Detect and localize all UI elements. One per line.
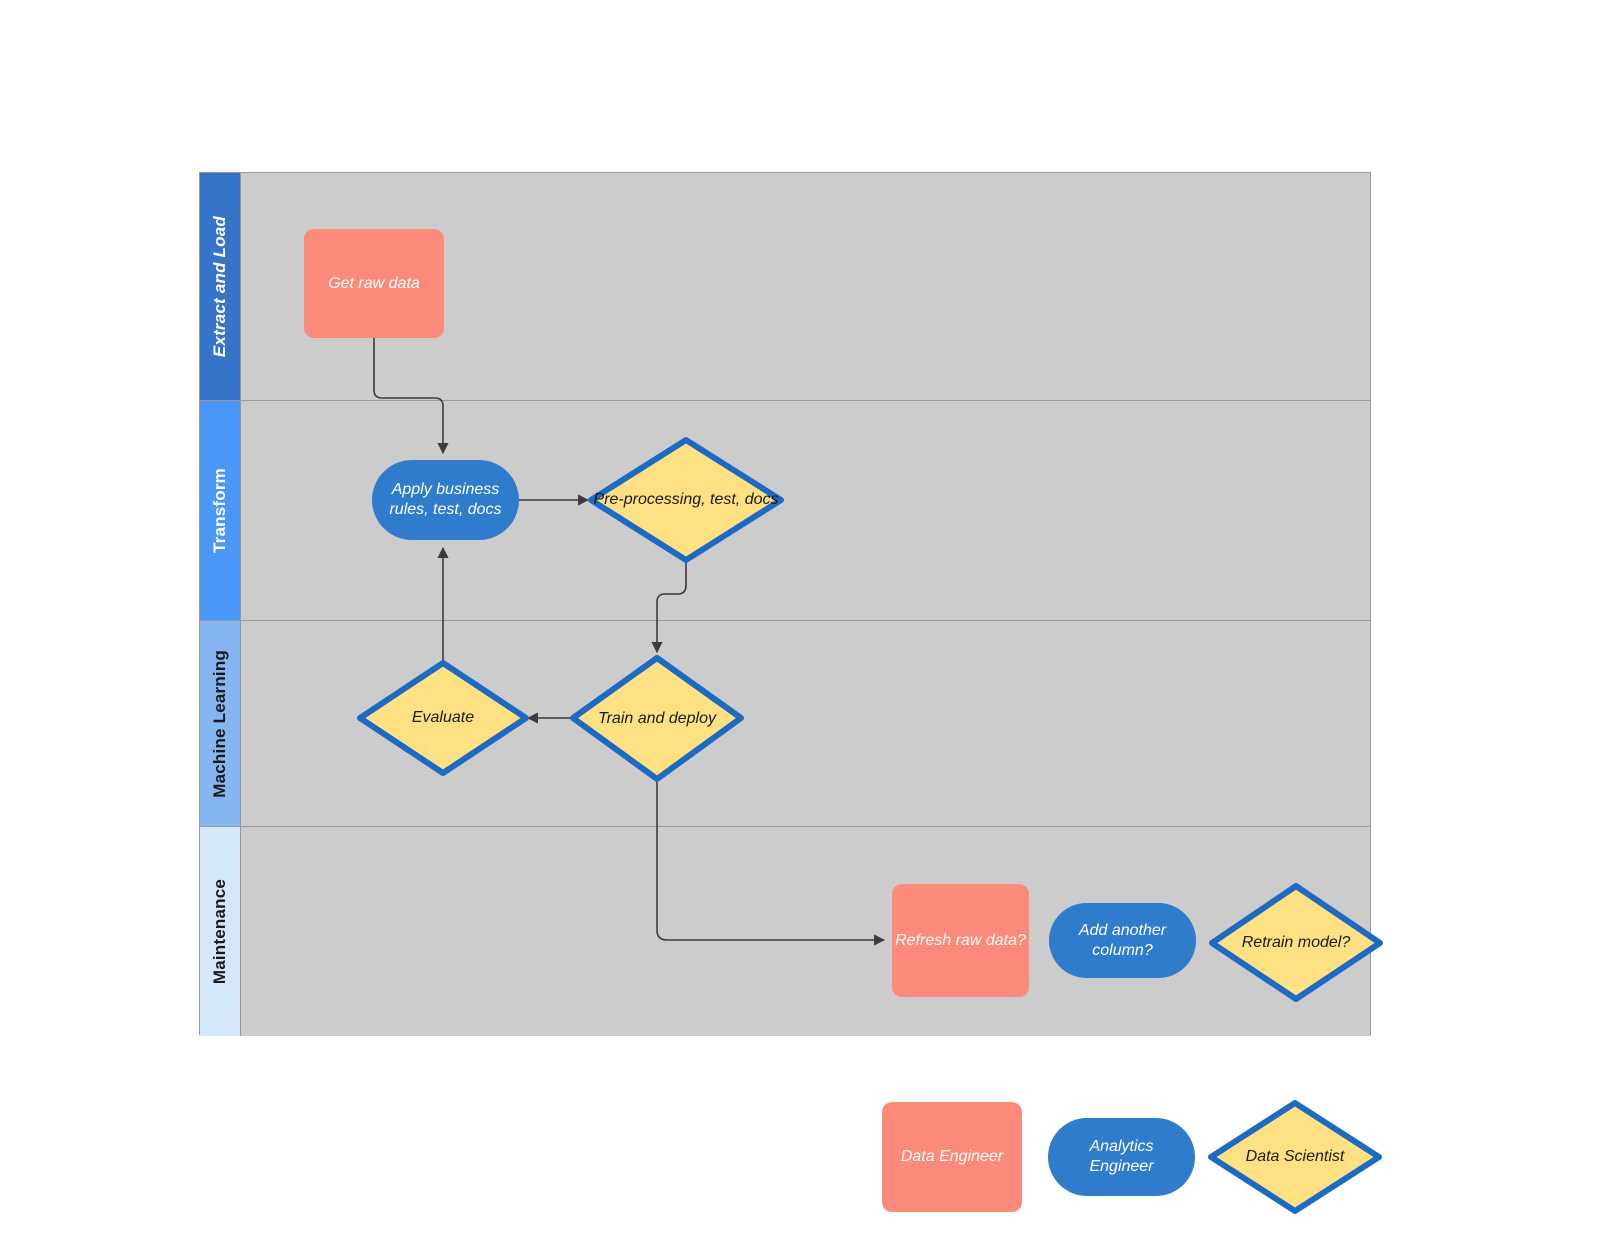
node-evaluate[interactable]: Evaluate — [357, 660, 529, 776]
node-train-and-deploy[interactable]: Train and deploy — [570, 655, 744, 782]
legend-item-data-engineer: Data Engineer — [882, 1102, 1022, 1212]
lane-title-extract-and-load: Extract and Load — [210, 215, 229, 358]
legend-label-analytics-engineer: Analytics Engineer — [1089, 1138, 1154, 1175]
legend-item-data-scientist: Data Scientist — [1208, 1100, 1382, 1214]
lane-title-transform: Transform — [210, 468, 229, 553]
diamond-shape-icon — [588, 437, 784, 563]
legend-item-analytics-engineer: Analytics Engineer — [1048, 1118, 1195, 1196]
node-pre-processing[interactable]: Pre-processing, test, docs — [588, 437, 784, 563]
node-retrain-model[interactable]: Retrain model? — [1209, 883, 1383, 1002]
node-label-apply-business-rules: Apply business rules, test, docs — [389, 481, 502, 518]
diamond-shape-icon — [570, 655, 744, 782]
legend: Data Engineer Analytics Engineer Data Sc… — [860, 1068, 1382, 1218]
node-label-refresh-raw-data: Refresh raw data? — [895, 931, 1026, 949]
node-label-get-raw-data: Get raw data — [328, 274, 420, 292]
node-add-another-column[interactable]: Add another column? — [1049, 903, 1196, 978]
diamond-shape-icon — [1208, 1100, 1382, 1214]
node-refresh-raw-data[interactable]: Refresh raw data? — [892, 884, 1029, 997]
lane-header-maintenance[interactable]: Maintenance — [200, 827, 241, 1036]
node-get-raw-data[interactable]: Get raw data — [304, 229, 444, 338]
node-apply-business-rules[interactable]: Apply business rules, test, docs — [372, 460, 519, 540]
diamond-shape-icon — [1209, 883, 1383, 1002]
diamond-shape-icon — [357, 660, 529, 776]
lane-header-transform[interactable]: Transform — [200, 401, 241, 620]
legend-label-data-engineer: Data Engineer — [900, 1148, 1004, 1165]
node-label-add-another-column: Add another column? — [1078, 921, 1167, 959]
lane-title-maintenance: Maintenance — [210, 878, 229, 985]
lane-header-extract-and-load[interactable]: Extract and Load — [200, 173, 241, 400]
lane-header-machine-learning[interactable]: Machine Learning — [200, 621, 241, 826]
lane-title-machine-learning: Machine Learning — [210, 649, 229, 798]
